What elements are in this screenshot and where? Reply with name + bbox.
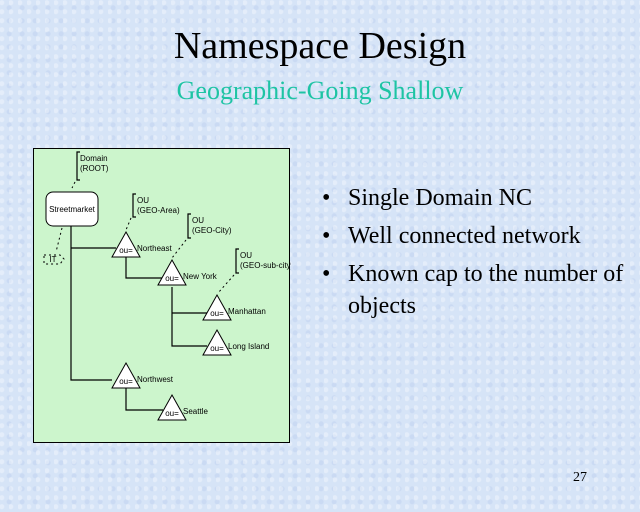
ou-node-label: Long Island bbox=[228, 342, 269, 351]
ou-triangle-node bbox=[157, 393, 187, 421]
it-node-label: IT bbox=[49, 255, 56, 264]
ou-prefix: ou= bbox=[119, 246, 133, 255]
ou-triangle-node bbox=[111, 230, 141, 258]
ou-node-label: Northeast bbox=[137, 244, 172, 253]
ou-triangle-node bbox=[157, 258, 187, 286]
ou-prefix: ou= bbox=[210, 309, 224, 318]
bullet-icon: • bbox=[322, 185, 331, 211]
ou-triangle-node bbox=[202, 293, 232, 321]
bullet-text: Well connected network bbox=[348, 223, 581, 249]
slide-title: Namespace Design bbox=[173, 25, 467, 67]
ou-prefix: ou= bbox=[165, 409, 179, 418]
ou-prefix: ou= bbox=[210, 344, 224, 353]
geo-sub-city-label: (GEO-sub-city) bbox=[240, 261, 291, 270]
bullet-item: • Known cap to the number of objects bbox=[322, 258, 640, 322]
slide-subtitle: Geographic-Going Shallow bbox=[176, 76, 464, 105]
bullet-item: • Single Domain NC bbox=[322, 182, 640, 214]
bullet-icon: • bbox=[322, 223, 331, 249]
ou-label: OU bbox=[240, 251, 252, 260]
namespace-diagram: Streetmarket IT Domain (ROOT) OU (GEO-Ar… bbox=[33, 148, 291, 443]
root-domain-node bbox=[45, 191, 99, 227]
geo-city-label: (GEO-City) bbox=[192, 226, 232, 235]
geo-area-label: (GEO-Area) bbox=[137, 206, 180, 215]
ou-prefix: ou= bbox=[119, 377, 133, 386]
bullet-list: • Single Domain NC • Well connected networ… bbox=[322, 182, 640, 328]
ou-node-label: Manhattan bbox=[228, 307, 266, 316]
domain-root-label: (ROOT) bbox=[80, 164, 109, 173]
root-domain-label: Streetmarket bbox=[49, 205, 96, 214]
bullet-icon: • bbox=[322, 261, 331, 287]
bullet-text: Known cap to the number of objects bbox=[348, 261, 624, 319]
ou-node-label: Northwest bbox=[137, 375, 174, 384]
ou-prefix: ou= bbox=[165, 274, 179, 283]
bullet-text: Single Domain NC bbox=[348, 185, 532, 211]
bullet-item: • Well connected network bbox=[322, 220, 640, 252]
ou-triangle-node bbox=[111, 361, 141, 389]
ou-node-label: New York bbox=[183, 272, 218, 281]
ou-label: OU bbox=[137, 196, 149, 205]
domain-label: Domain bbox=[80, 154, 108, 163]
ou-node-label: Seattle bbox=[183, 407, 208, 416]
ou-triangle-node bbox=[202, 328, 232, 356]
page-number: 27 bbox=[573, 470, 587, 485]
ou-label: OU bbox=[192, 216, 204, 225]
